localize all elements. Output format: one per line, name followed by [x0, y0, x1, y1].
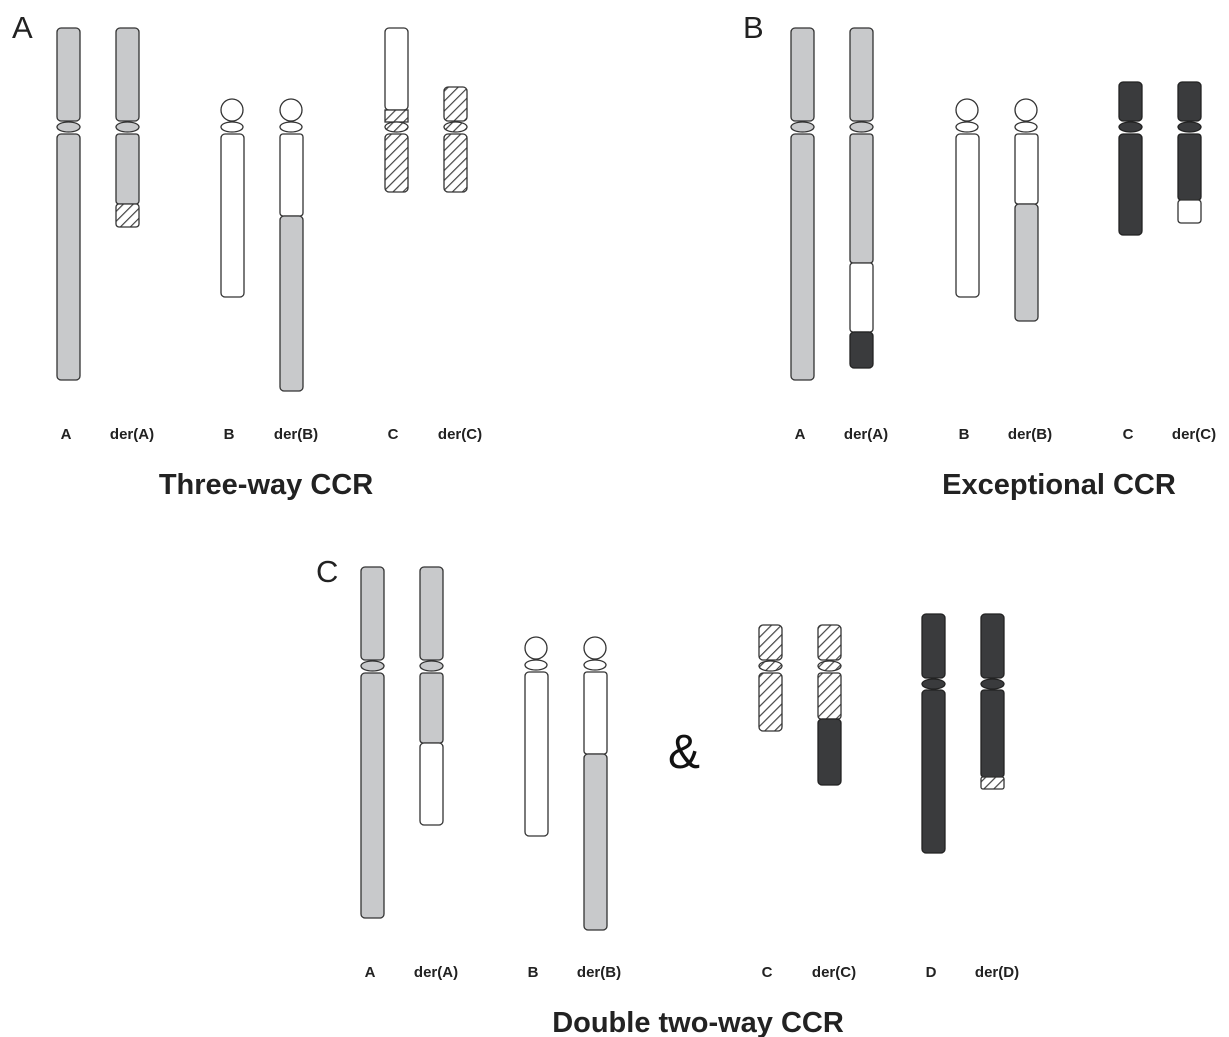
label-b: B [959, 426, 970, 443]
label-b: B [528, 964, 539, 981]
chromosome-der-a [419, 566, 444, 826]
chromosome-der-c [443, 86, 468, 193]
label-der-a: der(A) [844, 426, 888, 443]
chromosome-b [955, 98, 980, 298]
panel-a: A [12, 10, 482, 501]
panel-letter-c: C [316, 554, 338, 589]
chromosome-a [360, 566, 385, 919]
chromosome-b [220, 98, 245, 298]
label-der-c: der(C) [438, 426, 482, 443]
chromosome-c [384, 27, 409, 193]
label-a: A [61, 426, 72, 443]
panel-title-double-two-way: Double two-way CCR [552, 1007, 844, 1037]
panel-b: B [743, 10, 1216, 501]
chromosome-der-b [583, 636, 608, 931]
connector-ampersand: & [668, 726, 700, 779]
panel-title-three-way: Three-way CCR [159, 469, 373, 501]
label-der-b: der(B) [577, 964, 621, 981]
label-d: D [926, 964, 937, 981]
label-der-c: der(C) [1172, 426, 1216, 443]
chromosome-der-c [1177, 81, 1202, 224]
chromosome-der-c [817, 624, 842, 786]
chromosome-d [921, 613, 946, 854]
label-der-a: der(A) [110, 426, 154, 443]
label-c: C [762, 964, 773, 981]
label-a: A [365, 964, 376, 981]
label-der-d: der(D) [975, 964, 1019, 981]
panel-title-exceptional: Exceptional CCR [942, 469, 1176, 501]
panel-letter-a: A [12, 10, 33, 45]
label-c: C [388, 426, 399, 443]
chromosome-c [1118, 81, 1143, 236]
chromosome-b [524, 636, 549, 837]
label-der-b: der(B) [274, 426, 318, 443]
label-der-c: der(C) [812, 964, 856, 981]
chromosome-a [790, 27, 815, 381]
label-der-b: der(B) [1008, 426, 1052, 443]
label-a: A [795, 426, 806, 443]
chromosome-der-b [279, 98, 304, 392]
chromosome-c [758, 624, 783, 732]
chromosome-der-b [1014, 98, 1039, 322]
chromosome-der-a [115, 27, 140, 228]
panel-letter-b: B [743, 10, 764, 45]
chromosome-der-d [980, 613, 1005, 790]
label-c: C [1123, 426, 1134, 443]
label-der-a: der(A) [414, 964, 458, 981]
chromosome-a [56, 27, 81, 381]
panel-c: C & [316, 554, 1019, 1037]
chromosome-der-a [849, 27, 874, 369]
label-b: B [224, 426, 235, 443]
